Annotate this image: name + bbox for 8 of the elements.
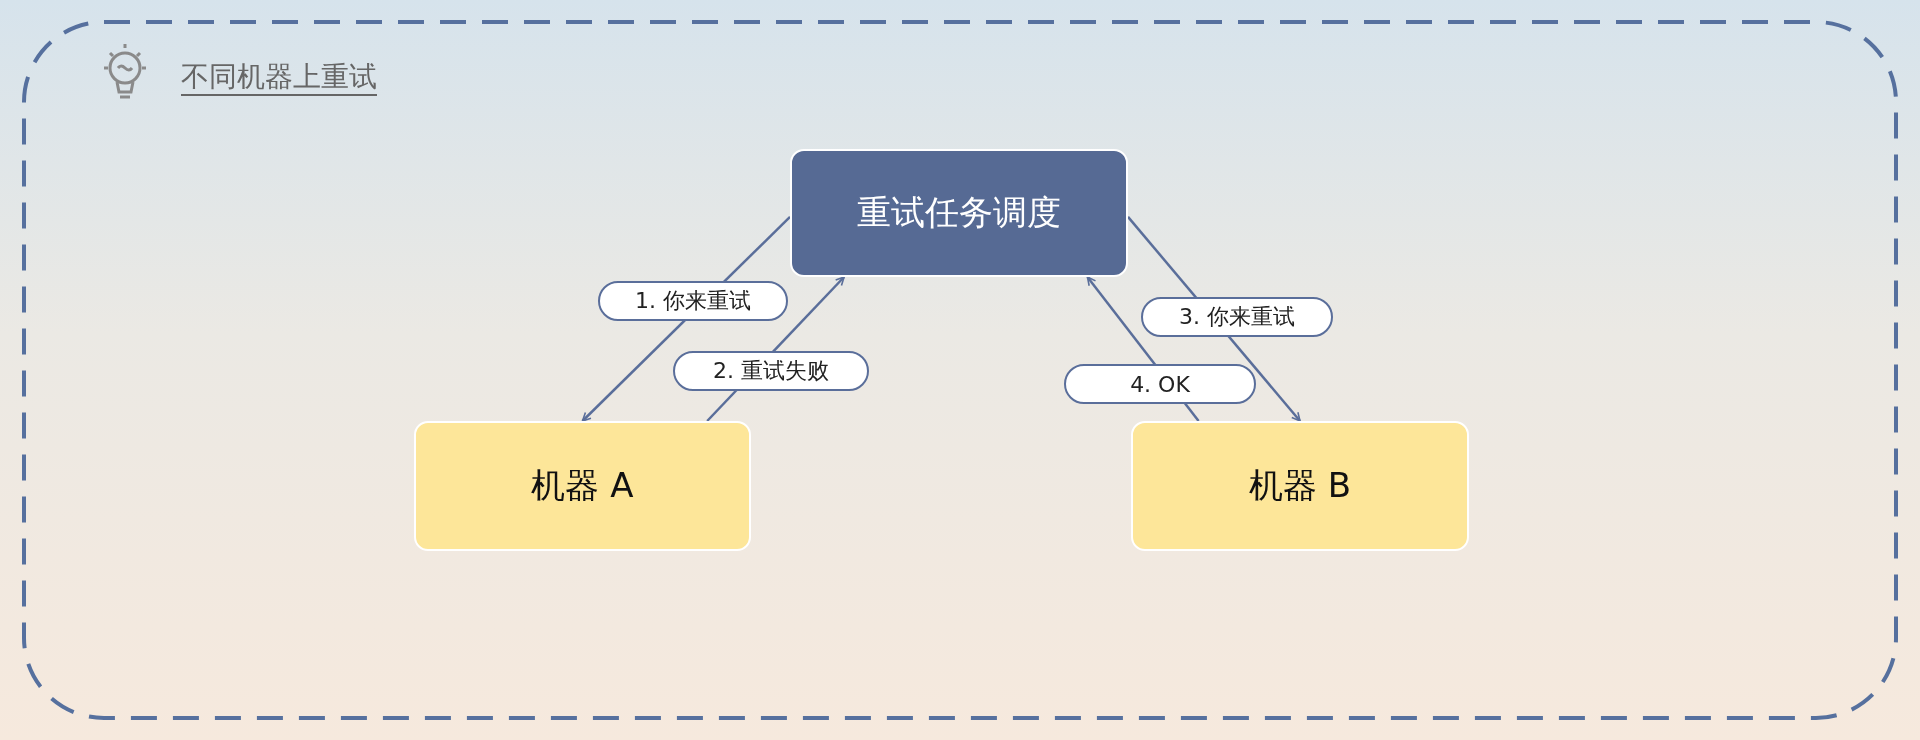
edge-label: 3. 你来重试 — [1141, 297, 1333, 337]
title: 不同机器上重试 — [181, 59, 377, 95]
edge-label: 4. OK — [1064, 364, 1256, 404]
edge-label: 1. 你来重试 — [598, 281, 788, 321]
process-box: 机器 A — [414, 421, 751, 551]
edge-label: 2. 重试失败 — [673, 351, 869, 391]
process-box: 机器 B — [1131, 421, 1469, 551]
process-box: 重试任务调度 — [790, 149, 1128, 277]
